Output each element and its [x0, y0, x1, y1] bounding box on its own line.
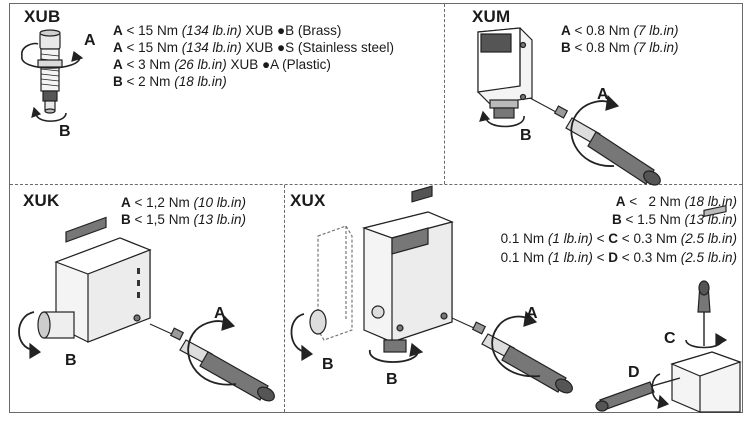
xum-spec-row: A < 0.8 Nm (7 lb.in) — [561, 23, 679, 38]
xub-spec-row: A < 15 Nm (134 lb.in) XUB ●S (Stainless … — [113, 40, 394, 55]
xuk-callout-b: B — [65, 352, 77, 369]
panel-title-xux: XUX — [290, 191, 326, 210]
xux-spec-row: 0.1 Nm (1 lb.in) < C < 0.3 Nm (2.5 lb.in… — [500, 231, 737, 246]
panel-title-xub: XUB — [24, 7, 61, 26]
xux-callout-d: D — [628, 364, 640, 381]
xux-callout-a: A — [526, 305, 538, 322]
xum-callout-b: B — [520, 127, 532, 144]
xum-callout-a: A — [597, 86, 609, 103]
xux-spec-row: 0.1 Nm (1 lb.in) < D < 0.3 Nm (2.5 lb.in… — [500, 250, 737, 265]
xux-callout-b-left: B — [322, 356, 334, 373]
xux-callout-b-bottom: B — [386, 371, 398, 388]
separator-horizontal — [10, 184, 742, 185]
xub-spec-row: B < 2 Nm (18 lb.in) — [113, 74, 227, 89]
xuk-callout-a: A — [214, 305, 226, 322]
xub-callout-b: B — [59, 123, 71, 140]
xux-callout-c: C — [664, 330, 676, 347]
xub-callout-a: A — [84, 32, 96, 49]
xum-spec-row: B < 0.8 Nm (7 lb.in) — [561, 40, 679, 55]
figure-frame — [9, 3, 743, 413]
xuk-spec-row: A < 1,2 Nm (10 lb.in) — [121, 195, 246, 210]
xux-spec-row: A < 2 Nm (18 lb.in) — [615, 194, 737, 209]
xub-spec-row: A < 15 Nm (134 lb.in) XUB ●B (Brass) — [113, 23, 342, 38]
xux-spec-row: B < 1.5 Nm (13 lb.in) — [612, 212, 737, 227]
separator-vertical-top — [444, 4, 445, 184]
separator-vertical-bottom — [284, 185, 285, 412]
panel-title-xum: XUM — [472, 7, 511, 26]
xuk-spec-row: B < 1,5 Nm (13 lb.in) — [121, 212, 246, 227]
panel-title-xuk: XUK — [23, 191, 60, 210]
xub-spec-row: A < 3 Nm (26 lb.in) XUB ●A (Plastic) — [113, 57, 331, 72]
